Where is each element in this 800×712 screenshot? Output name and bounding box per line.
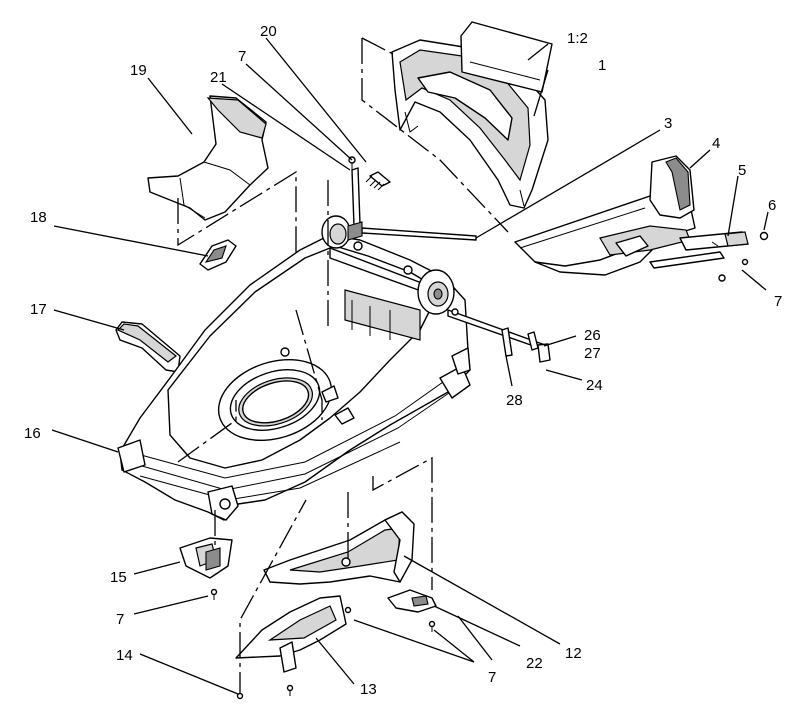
phantom-line-deck-left — [177, 400, 237, 463]
callout-1-2: 1:2 — [567, 30, 588, 47]
part-handle-grip — [115, 321, 181, 373]
phantom-line-deflector — [239, 499, 307, 698]
callout-15: 15 — [110, 569, 127, 586]
callout-1: 1 — [598, 57, 606, 74]
part-height-adjuster — [179, 537, 233, 600]
callout-16: 16 — [24, 425, 41, 442]
callout-4: 4 — [712, 135, 720, 152]
part-side-deflector — [235, 595, 352, 696]
callout-14: 14 — [116, 647, 133, 664]
callout-5: 5 — [738, 162, 746, 179]
part-bracket — [387, 589, 437, 632]
callout-labels: 1:2 1 3 4 5 6 7 20 7 21 19 18 17 16 15 7… — [24, 23, 782, 698]
part-deck-housing — [117, 215, 471, 521]
leader-lines — [51, 37, 769, 695]
callout-24: 24 — [586, 377, 603, 394]
part-pivot-rod — [447, 308, 551, 363]
part-decal — [460, 21, 553, 93]
callout-18: 18 — [30, 209, 47, 226]
callout-6: 6 — [768, 197, 776, 214]
phantom-line-bag-top — [361, 37, 394, 55]
callout-3: 3 — [664, 115, 672, 132]
callout-27: 27 — [584, 345, 601, 362]
callout-7-bottom: 7 — [488, 669, 496, 686]
callout-19: 19 — [130, 62, 147, 79]
callout-26: 26 — [584, 327, 601, 344]
part-rod — [361, 227, 477, 241]
part-side-cover — [147, 95, 269, 221]
callout-12: 12 — [565, 645, 582, 662]
callout-17: 17 — [30, 301, 47, 318]
part-gasket — [199, 239, 237, 271]
callout-28: 28 — [506, 392, 523, 409]
phantom-line-deck-center — [295, 309, 323, 420]
callout-22: 22 — [526, 655, 543, 672]
part-mulch-baffle — [263, 511, 415, 585]
callout-7-top: 7 — [238, 48, 246, 65]
part-flap-shaft — [649, 231, 769, 282]
part-screw-14 — [236, 692, 244, 700]
phantom-line-baffle-right — [372, 456, 433, 590]
callout-20: 20 — [260, 23, 277, 40]
callout-21: 21 — [210, 69, 227, 86]
part-latch-spring — [347, 156, 391, 241]
callout-13: 13 — [360, 681, 377, 698]
part-rear-flap — [514, 155, 696, 276]
phantom-line-side-cover — [177, 170, 297, 310]
callout-7-right: 7 — [774, 293, 782, 310]
callout-7-left: 7 — [116, 611, 124, 628]
phantom-line-bag — [361, 38, 509, 233]
